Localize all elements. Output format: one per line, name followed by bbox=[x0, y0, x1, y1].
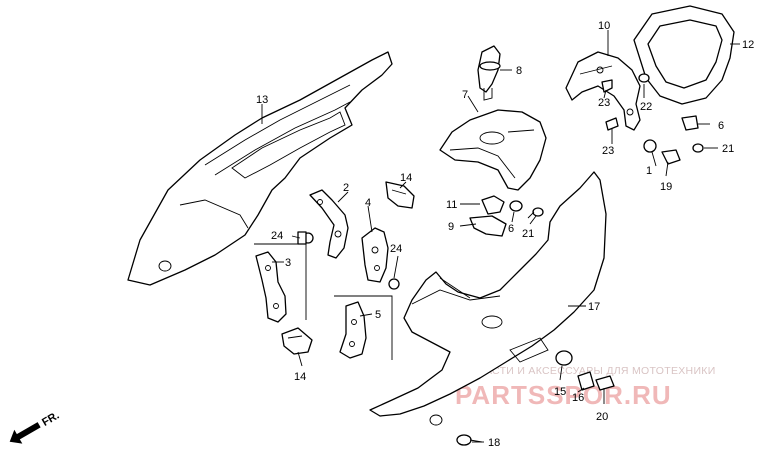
callout-13: 13 bbox=[256, 94, 268, 106]
bracket-4 bbox=[361, 227, 389, 283]
callout-16: 16 bbox=[572, 392, 584, 404]
screw-23-upper bbox=[601, 79, 613, 93]
callout-18: 18 bbox=[488, 437, 500, 449]
callout-19: 19 bbox=[660, 181, 672, 193]
callout-20: 20 bbox=[596, 411, 608, 423]
rear-center-cover bbox=[439, 109, 547, 191]
screw-18 bbox=[456, 434, 483, 446]
callout-4: 4 bbox=[365, 197, 371, 209]
fastener-24-right bbox=[388, 278, 400, 290]
seat-lock-8 bbox=[477, 45, 501, 101]
watermark-line2: PARTSSPOR.RU bbox=[455, 380, 672, 410]
group-line-left bbox=[254, 243, 307, 320]
callout-15: 15 bbox=[554, 386, 566, 398]
callout-21-right: 21 bbox=[722, 143, 734, 155]
callout-6-right: 6 bbox=[718, 120, 724, 132]
callout-22: 22 bbox=[640, 101, 652, 113]
group-line-right bbox=[334, 295, 393, 360]
callout-8: 8 bbox=[516, 65, 522, 77]
front-direction-arrow: FR. bbox=[9, 410, 61, 444]
fastener-21-right bbox=[692, 143, 704, 153]
callout-3: 3 bbox=[285, 257, 291, 269]
callout-2: 2 bbox=[343, 182, 349, 194]
callout-6-center: 6 bbox=[508, 223, 514, 235]
bolt-19 bbox=[661, 149, 681, 165]
callout-14-lower: 14 bbox=[294, 371, 306, 383]
rubber-mount-11 bbox=[481, 195, 505, 215]
rail-bracket-10 bbox=[565, 51, 641, 131]
bolt-22 bbox=[638, 73, 650, 83]
watermark-line1: ЗАПЧАСТИ И АКСЕССУАРЫ ДЛЯ МОТОТЕХНИКИ bbox=[456, 365, 716, 377]
callout-21-center: 21 bbox=[522, 228, 534, 240]
grommet-15 bbox=[555, 350, 573, 366]
left-side-cover bbox=[127, 51, 393, 286]
callout-7: 7 bbox=[462, 89, 468, 101]
bracket-9 bbox=[469, 215, 507, 237]
callout-24-right: 24 bbox=[390, 243, 402, 255]
callout-10: 10 bbox=[598, 20, 610, 32]
collar-16 bbox=[577, 371, 595, 391]
grommet-6-center bbox=[509, 200, 523, 212]
screw-23-lower bbox=[605, 117, 619, 131]
clip-14-upper bbox=[385, 181, 415, 209]
callout-12: 12 bbox=[742, 39, 754, 51]
bracket-3 bbox=[255, 251, 287, 323]
washer-1 bbox=[643, 139, 657, 153]
callout-11: 11 bbox=[446, 199, 457, 211]
fastener-24-left bbox=[297, 231, 314, 245]
leader-lines bbox=[261, 30, 740, 443]
callout-23-upper: 23 bbox=[598, 97, 610, 109]
clip-6-right bbox=[681, 115, 699, 131]
callout-17: 17 bbox=[588, 301, 600, 313]
rear-cowl-17 bbox=[369, 171, 607, 426]
fastener-21-center bbox=[527, 207, 544, 219]
front-arrow-label: FR. bbox=[40, 410, 61, 429]
callout-5: 5 bbox=[375, 309, 381, 321]
callout-14-upper: 14 bbox=[400, 172, 412, 184]
grab-rail-12 bbox=[633, 5, 735, 105]
bracket-2 bbox=[309, 189, 349, 259]
bracket-5 bbox=[339, 301, 367, 359]
callout-23-lower: 23 bbox=[602, 145, 614, 157]
callout-24-left: 24 bbox=[271, 230, 283, 242]
callout-1: 1 bbox=[646, 165, 652, 177]
bolt-20 bbox=[595, 375, 615, 391]
callout-9: 9 bbox=[448, 221, 454, 233]
clip-14-lower bbox=[281, 327, 313, 355]
